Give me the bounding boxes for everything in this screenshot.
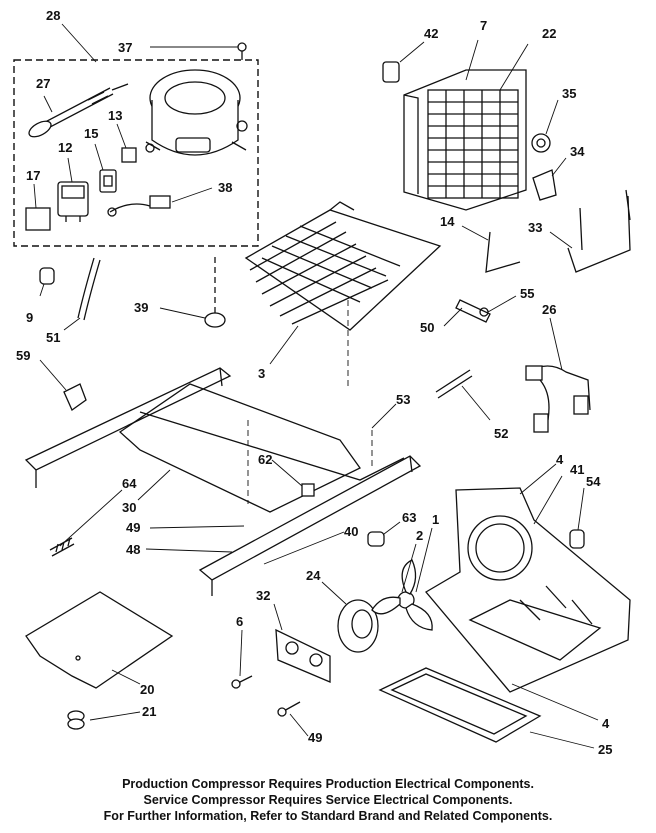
callout-52: 52 [494,426,508,441]
drain-tray-25 [378,667,542,743]
grommet-54 [569,529,585,549]
callout-13: 13 [108,108,122,123]
cover-20 [25,591,174,689]
clip-42 [382,61,400,83]
callout-26: 26 [542,302,556,317]
bracket-17 [25,207,51,231]
bracket-59 [63,383,87,411]
callout-22: 22 [542,26,556,41]
callout-38: 38 [218,180,232,195]
callout-54: 54 [586,474,601,489]
callout-14: 14 [440,214,455,229]
bracket-55 [455,299,491,323]
harness-26 [525,365,591,433]
footer-note-service: Service Compressor Requires Service Elec… [143,793,513,807]
screw-52 [435,369,473,399]
callout-35: 35 [562,86,576,101]
clip-13 [121,147,137,163]
callout-59: 59 [16,348,30,363]
grommet-35 [531,133,551,153]
callout-37: 37 [118,40,132,55]
callout-51: 51 [46,330,60,345]
callout-15: 15 [84,126,98,141]
rod-14 [485,231,521,273]
callout-62: 62 [258,452,272,467]
callout-49a: 49 [126,520,140,535]
base-frame [24,300,422,596]
callout-28: 28 [46,8,60,23]
cap-9 [39,267,55,285]
spacer-63 [367,531,385,547]
callout-41: 41 [570,462,584,477]
grommet-21 [67,710,85,730]
callout-3: 3 [258,366,265,381]
compressor-kit-box [13,59,259,247]
callout-4b: 4 [602,716,610,731]
callout-25: 25 [598,742,612,757]
clip-62 [301,483,315,497]
callout-21: 21 [142,704,156,719]
compressor [145,69,248,156]
overload-protector [28,83,129,138]
callout-49b: 49 [308,730,322,745]
callout-17: 17 [26,168,40,183]
callout-27: 27 [36,76,50,91]
mounting-plate-41 [425,487,631,693]
callout-6: 6 [236,614,243,629]
callout-32: 32 [256,588,270,603]
callout-7: 7 [480,18,487,33]
callout-40: 40 [344,524,358,539]
callout-4a: 4 [556,452,564,467]
footer-note-reference: For Further Information, Refer to Standa… [103,809,553,823]
callout-24: 24 [306,568,321,583]
callout-12: 12 [58,140,72,155]
tube-51 [77,257,101,321]
callout-64: 64 [122,476,137,491]
motor-bracket-32 [275,628,331,683]
callout-63: 63 [402,510,416,525]
callout-55: 55 [520,286,534,301]
tube-33 [567,189,631,273]
callout-20: 20 [140,682,154,697]
callout-50: 50 [420,320,434,335]
wire-harness-38 [107,195,171,217]
footer-note-production: Production Compressor Requires Productio… [122,777,534,791]
callout-48: 48 [126,542,140,557]
spring-64 [49,537,75,557]
callout-2: 2 [416,528,423,543]
callout-9: 9 [26,310,33,325]
evaporator-coil [244,201,442,331]
bracket-34 [532,169,557,201]
relay-12 [57,181,89,222]
callout-39: 39 [134,300,148,315]
relay-cover-15 [99,169,117,193]
screw-37 [237,42,247,60]
callout-1: 1 [432,512,439,527]
callout-34: 34 [570,144,585,159]
callout-33: 33 [528,220,542,235]
callout-53: 53 [396,392,410,407]
callout-30: 30 [122,500,136,515]
leader-lines [33,23,599,749]
callout-numbers: 28 37 27 13 15 12 17 38 42 7 22 35 34 14… [16,8,612,757]
callout-42: 42 [424,26,438,41]
fan-blade-2 [371,559,433,631]
grommet-39 [204,312,226,328]
condenser [403,69,527,211]
